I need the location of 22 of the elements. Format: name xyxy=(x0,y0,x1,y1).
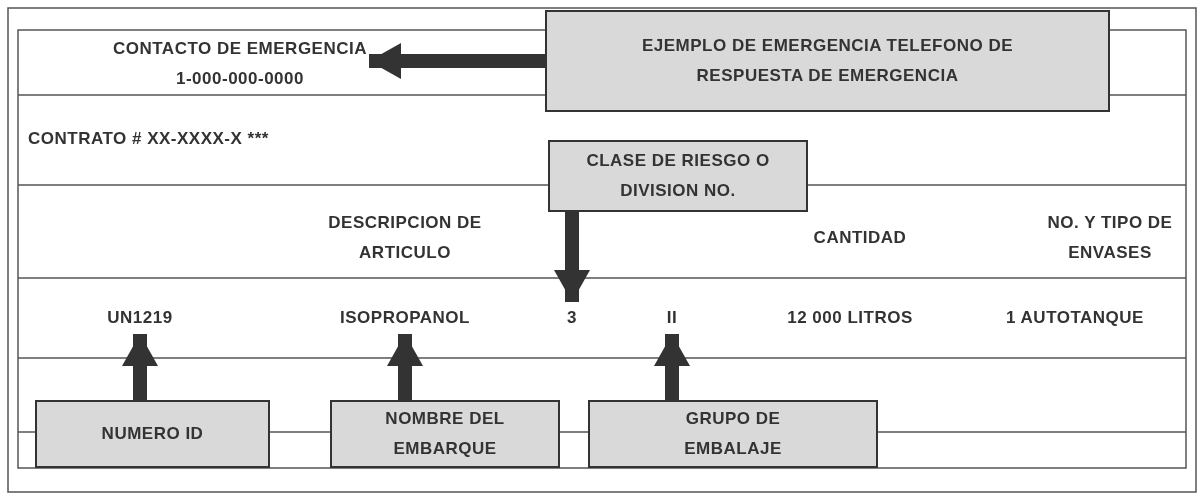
callout-box: GRUPO DE EMBALAJE xyxy=(588,400,878,468)
form-text: 1 AUTOTANQUE xyxy=(1005,307,1145,329)
arrow xyxy=(369,43,545,79)
form-value: II xyxy=(657,304,687,332)
callout-box: NOMBRE DEL EMBARQUE xyxy=(330,400,560,468)
form-text: 12 000 LITROS xyxy=(786,307,914,329)
field-heading: CONTACTO DE EMERGENCIA xyxy=(112,38,367,60)
arrow xyxy=(122,334,158,400)
callout-box: CLASE DE RIESGO O DIVISION NO. xyxy=(548,140,808,212)
form-text: CONTRATO # XX-XXXX-X *** xyxy=(28,128,270,150)
arrow xyxy=(654,334,690,400)
form-text: NO. Y TIPO DE ENVASES xyxy=(1046,212,1174,264)
form-text: DESCRIPCION DE ARTICULO xyxy=(327,212,483,264)
form-value: ISOPROPANOL xyxy=(325,304,485,332)
form-value: 3 xyxy=(557,304,587,332)
phone-number: 1-000-000-0000 xyxy=(176,68,304,90)
callout-box: EJEMPLO DE EMERGENCIA TELEFONO DE RESPUESTA DE EMERGENCIA xyxy=(545,10,1110,112)
form-value: UN1219 xyxy=(85,304,195,332)
form-text: CANTIDAD xyxy=(812,227,908,249)
callout-box: NUMERO ID xyxy=(35,400,270,468)
arrow xyxy=(554,212,590,302)
arrow xyxy=(387,334,423,400)
